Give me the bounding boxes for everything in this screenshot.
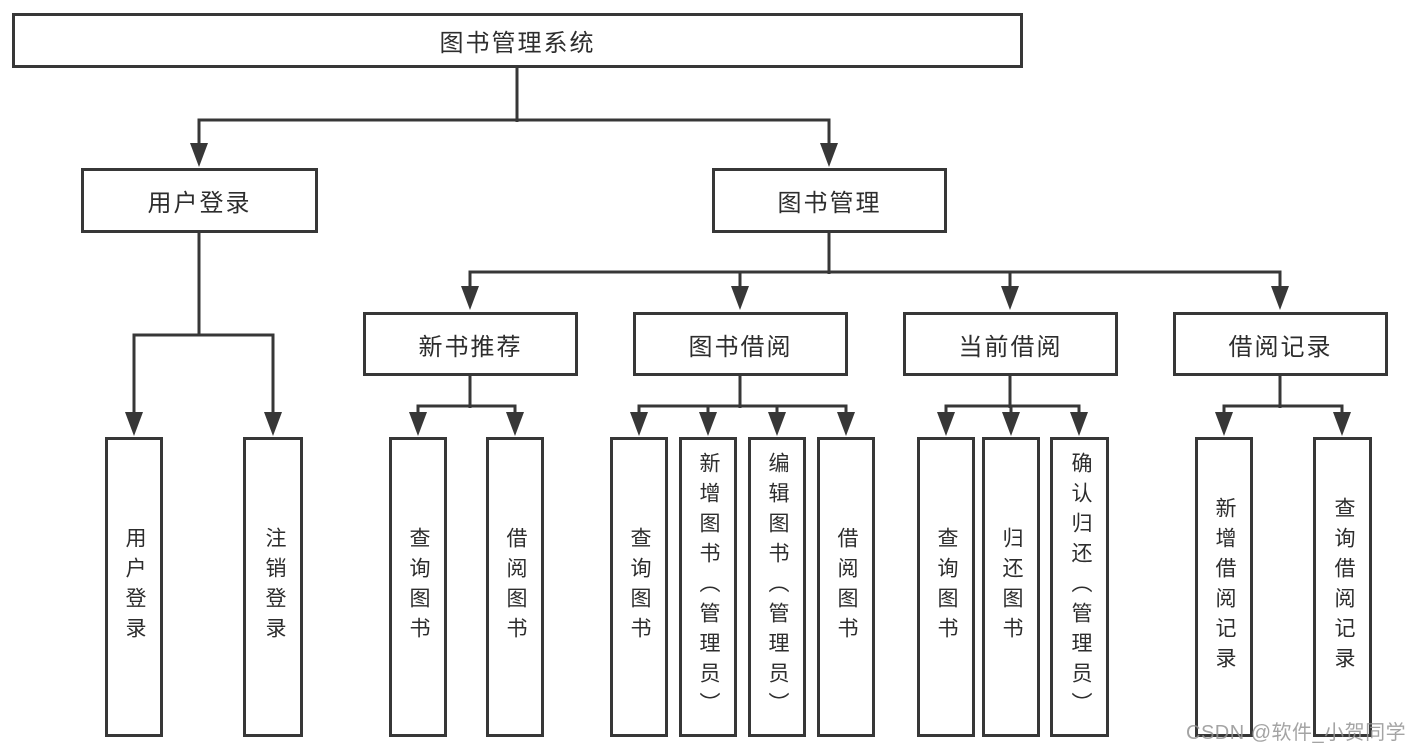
node-confirm-return-admin: 确认归还（管理员）: [1050, 437, 1109, 737]
node-current-borrowing: 当前借阅: [903, 312, 1118, 376]
node-borrow-books-recommend: 借阅图书: [486, 437, 544, 737]
node-user-login: 用户登录: [81, 168, 318, 233]
node-return-books: 归还图书: [982, 437, 1040, 737]
node-edit-book-admin: 编辑图书（管理员）: [748, 437, 806, 737]
node-add-book-admin: 新增图书（管理员）: [679, 437, 737, 737]
node-book-borrowing: 图书借阅: [633, 312, 848, 376]
node-user-login-leaf: 用户登录: [105, 437, 163, 737]
node-add-borrow-record: 新增借阅记录: [1195, 437, 1253, 737]
node-query-borrow-record: 查询借阅记录: [1313, 437, 1372, 737]
node-query-books-borrowing: 查询图书: [610, 437, 668, 737]
node-borrow-books: 借阅图书: [817, 437, 875, 737]
csdn-watermark: CSDN @软件_小贺同学: [1186, 722, 1405, 744]
node-new-book-recommend: 新书推荐: [363, 312, 578, 376]
node-logout: 注销登录: [243, 437, 303, 737]
node-book-management: 图书管理: [712, 168, 947, 233]
node-query-books-recommend: 查询图书: [389, 437, 447, 737]
node-query-books-current: 查询图书: [917, 437, 975, 737]
node-borrowing-records: 借阅记录: [1173, 312, 1388, 376]
node-library-management-system: 图书管理系统: [12, 13, 1023, 68]
